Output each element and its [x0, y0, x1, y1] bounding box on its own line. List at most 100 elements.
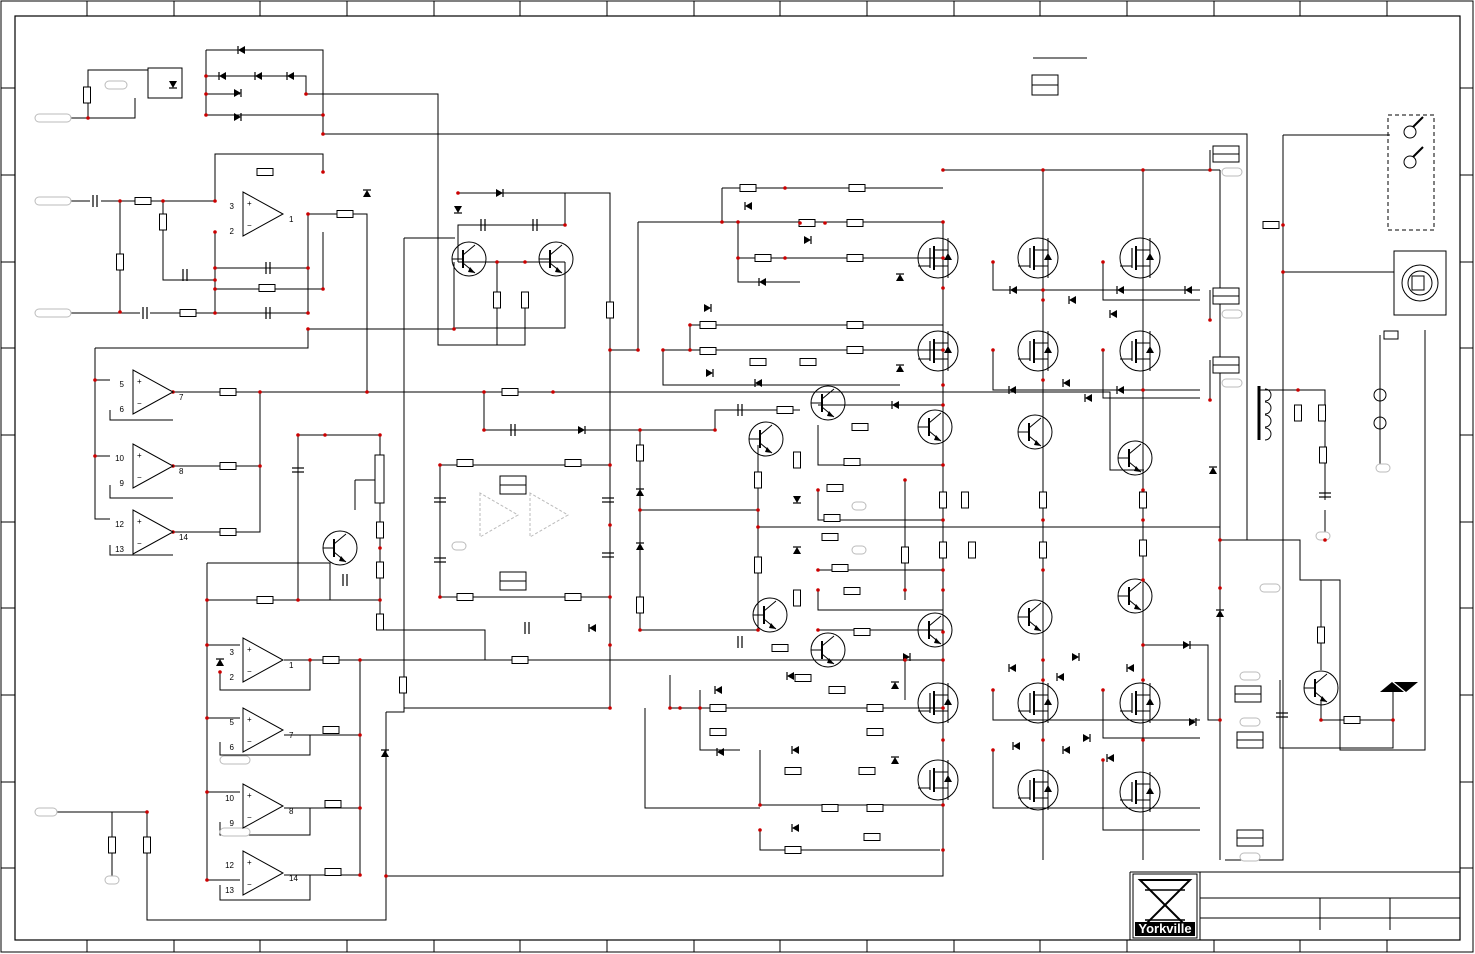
junction-dot — [358, 873, 362, 877]
junction-dot — [563, 223, 567, 227]
resistor — [258, 284, 276, 292]
brand-name: Yorkville — [1138, 921, 1191, 936]
components — [34, 46, 1447, 885]
resistor — [823, 514, 841, 522]
resistor — [399, 676, 407, 694]
junction-dot — [218, 670, 222, 674]
net-label-tag — [104, 875, 120, 885]
transistor — [748, 421, 784, 457]
resistor — [851, 423, 869, 431]
junction-dot — [941, 738, 945, 742]
junction-dot — [378, 598, 382, 602]
resistor — [828, 686, 846, 694]
junction-dot — [1041, 518, 1045, 522]
binding-post — [1373, 388, 1387, 402]
junction-dot — [306, 327, 310, 331]
diode — [234, 89, 242, 97]
diode — [706, 369, 714, 377]
diode — [716, 748, 724, 756]
diode — [1012, 742, 1020, 750]
resistor — [1294, 404, 1302, 422]
resistor — [848, 184, 866, 192]
pin-minus: 13 — [225, 886, 234, 895]
junction-dot — [161, 199, 165, 203]
junction-dot — [204, 113, 208, 117]
bias-potentiometer — [374, 454, 385, 504]
junction-dot — [1041, 658, 1045, 662]
junction-dot — [358, 806, 362, 810]
capacitor — [342, 574, 348, 586]
junction-dot — [941, 463, 945, 467]
resistor — [749, 358, 767, 366]
junction-dot — [941, 256, 945, 260]
net-label-tag — [1221, 309, 1243, 319]
pin-out: 1 — [289, 661, 294, 670]
diode — [1189, 718, 1197, 726]
resistor — [336, 210, 354, 218]
junction-dot — [213, 199, 217, 203]
svg-text:−: − — [137, 399, 142, 408]
junction-dot — [145, 810, 149, 814]
diode — [636, 488, 644, 496]
net-label-tag — [1221, 167, 1243, 177]
junction-dot — [1041, 298, 1045, 302]
diode — [1008, 386, 1016, 394]
junction-dot — [258, 390, 262, 394]
mosfet — [1017, 769, 1059, 811]
resistor — [784, 767, 802, 775]
resistor — [493, 291, 501, 309]
diode — [588, 624, 596, 632]
pin-plus: 5 — [230, 718, 235, 727]
junction-dot — [205, 598, 209, 602]
junction-dot — [1391, 718, 1395, 722]
junction-dot — [636, 348, 640, 352]
diode — [381, 749, 389, 757]
junction-dot — [1141, 643, 1145, 647]
junction-dot — [213, 287, 217, 291]
resistor — [794, 674, 812, 682]
svg-text:−: − — [137, 473, 142, 482]
connector-box — [499, 571, 527, 591]
junction-dot — [118, 199, 122, 203]
diode — [744, 202, 752, 210]
junction-dot — [258, 464, 262, 468]
junction-dot — [816, 568, 820, 572]
diode — [891, 756, 899, 764]
diode — [791, 746, 799, 754]
junction-dot — [1141, 168, 1145, 172]
junction-dot — [941, 588, 945, 592]
junction-dot — [358, 658, 362, 662]
capacitor — [602, 552, 614, 558]
junction-dot — [941, 220, 945, 224]
junction-dot — [1041, 568, 1045, 572]
resistor — [846, 321, 864, 329]
net-label-tag — [219, 827, 251, 837]
junction-dot — [365, 390, 369, 394]
resistor — [1139, 491, 1147, 509]
connector-box — [1212, 145, 1240, 163]
junction-dot — [213, 311, 217, 315]
resistor — [846, 219, 864, 227]
diode — [758, 278, 766, 286]
transistor — [1117, 440, 1153, 476]
junction-dot — [720, 220, 724, 224]
diode — [454, 206, 462, 214]
net-label-tag — [1239, 852, 1261, 862]
resistor — [1343, 716, 1361, 724]
resistor — [256, 596, 274, 604]
junction-dot — [1141, 738, 1145, 742]
junction-dot — [1141, 488, 1145, 492]
junction-dot — [941, 803, 945, 807]
pin-minus: 2 — [230, 673, 235, 682]
junction-dot — [941, 848, 945, 852]
junction-dot — [1218, 718, 1222, 722]
capacitor — [92, 195, 98, 207]
resistor — [699, 321, 717, 329]
junction-dot — [941, 630, 945, 634]
resistor — [826, 484, 844, 492]
junction-dot — [306, 212, 310, 216]
svg-text:+: + — [247, 645, 252, 654]
junction-dot — [756, 508, 760, 512]
